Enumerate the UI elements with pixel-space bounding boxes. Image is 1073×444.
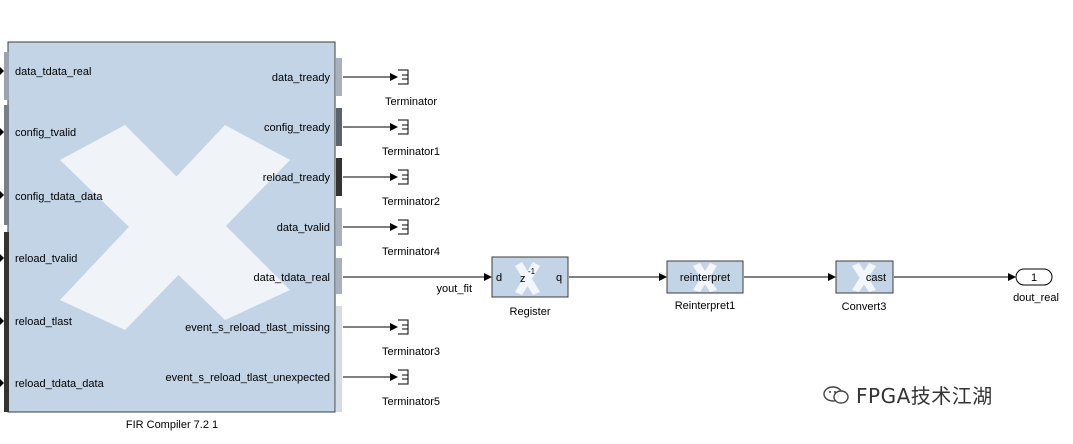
terminator-icon bbox=[398, 369, 409, 385]
signal-label: yout_fit bbox=[437, 283, 472, 295]
register-superscript: -1 bbox=[528, 267, 536, 276]
register-block[interactable]: d q z -1 Register bbox=[491, 256, 569, 318]
terminator-block[interactable]: Terminator3 bbox=[382, 319, 440, 358]
input-port-label: config_tvalid bbox=[15, 127, 76, 139]
convert-text: cast bbox=[866, 272, 886, 284]
input-bus-bar bbox=[4, 52, 9, 100]
data-path-arrowheads bbox=[484, 273, 1016, 281]
fir-compiler-name: FIR Compiler 7.2 1 bbox=[126, 419, 218, 431]
terminator-wires bbox=[343, 76, 392, 378]
fir-input-ports: data_tdata_real config_tvalid config_tda… bbox=[0, 66, 105, 390]
input-port-label: reload_tvalid bbox=[15, 253, 77, 265]
terminator-name: Terminator2 bbox=[382, 196, 440, 208]
output-port-label: event_s_reload_tlast_missing bbox=[185, 322, 330, 334]
fir-compiler-block[interactable]: data_tdata_real config_tvalid config_tda… bbox=[0, 41, 342, 431]
watermark: FPGA技术江湖 bbox=[822, 380, 993, 409]
input-bus-bar bbox=[4, 232, 9, 412]
output-port-label: reload_tready bbox=[263, 172, 331, 184]
register-name: Register bbox=[510, 306, 551, 318]
terminator-block[interactable]: Terminator4 bbox=[382, 219, 440, 258]
wechat-icon bbox=[823, 385, 849, 404]
terminator-name: Terminator1 bbox=[382, 146, 440, 158]
terminator-block[interactable]: Terminator bbox=[385, 69, 437, 108]
watermark-text: FPGA技术江湖 bbox=[856, 384, 993, 408]
terminator-icon bbox=[398, 169, 409, 185]
input-port-label: reload_tdata_data bbox=[15, 378, 105, 390]
output-port-label: data_tdata_real bbox=[254, 272, 330, 284]
terminator-icon bbox=[398, 69, 409, 85]
output-bus-bar bbox=[336, 306, 342, 412]
terminator-block[interactable]: Terminator2 bbox=[382, 169, 440, 208]
xilinx-logo-icon bbox=[515, 262, 540, 295]
output-bus-bar bbox=[336, 58, 342, 96]
input-port-label: data_tdata_real bbox=[15, 66, 91, 78]
register-symbol: z bbox=[520, 273, 526, 285]
output-port-label: event_s_reload_tlast_unexpected bbox=[165, 372, 330, 384]
terminator-block[interactable]: Terminator5 bbox=[382, 369, 440, 408]
terminator-block[interactable]: Terminator1 bbox=[382, 119, 440, 158]
convert-block[interactable]: cast Convert3 bbox=[835, 260, 894, 313]
terminator-icon bbox=[398, 119, 409, 135]
xilinx-logo-icon bbox=[60, 125, 290, 330]
output-port-label: data_tready bbox=[272, 72, 331, 84]
output-bus-bar bbox=[336, 158, 342, 196]
outport-body bbox=[1015, 268, 1053, 286]
output-bus-bar bbox=[336, 258, 342, 294]
output-port-label: config_tready bbox=[264, 122, 331, 134]
terminator-name: Terminator4 bbox=[382, 246, 440, 258]
outport-block[interactable]: 1 dout_real bbox=[1013, 268, 1059, 304]
terminator-icon bbox=[398, 319, 409, 335]
outport-name: dout_real bbox=[1013, 292, 1059, 304]
reinterpret-block[interactable]: reinterpret Reinterpret1 bbox=[666, 260, 744, 312]
terminator-icon bbox=[398, 219, 409, 235]
convert-name: Convert3 bbox=[842, 301, 887, 313]
terminator-name: Terminator3 bbox=[382, 346, 440, 358]
output-bus-bar bbox=[336, 208, 342, 246]
terminator-name: Terminator bbox=[385, 96, 437, 108]
input-port-label: reload_tlast bbox=[15, 316, 72, 328]
xilinx-logo-icon bbox=[693, 263, 717, 292]
wire-arrowheads bbox=[390, 73, 398, 381]
outport-number: 1 bbox=[1031, 272, 1037, 284]
output-port-label: data_tvalid bbox=[277, 222, 330, 234]
input-port-label: config_tdata_data bbox=[15, 191, 103, 203]
input-bus-bar bbox=[4, 105, 9, 225]
reinterpret-name: Reinterpret1 bbox=[675, 300, 736, 312]
terminator-name: Terminator5 bbox=[382, 396, 440, 408]
register-out-port: q bbox=[556, 272, 562, 284]
fir-output-ports: data_tready config_tready reload_tready … bbox=[165, 72, 330, 384]
register-in-port: d bbox=[496, 272, 502, 284]
output-bus-bar bbox=[336, 108, 342, 146]
xilinx-logo-icon bbox=[852, 263, 876, 292]
reinterpret-text: reinterpret bbox=[680, 272, 730, 284]
